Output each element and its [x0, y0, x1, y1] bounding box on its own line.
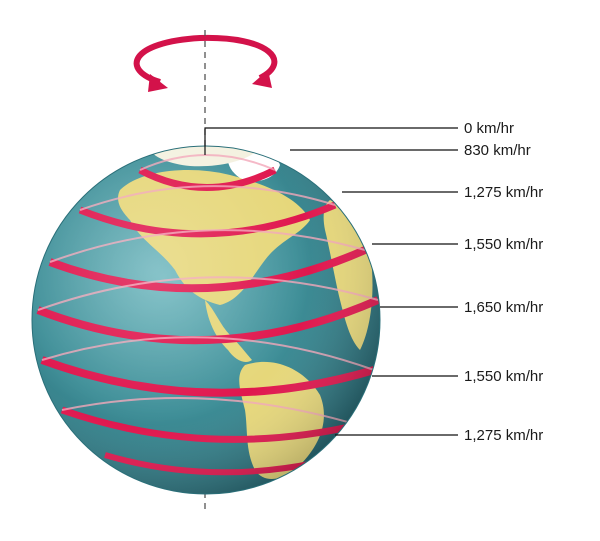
speed-label-2: 1,275 km/hr — [464, 184, 543, 201]
speed-label-4: 1,650 km/hr — [464, 299, 543, 316]
speed-label-0: 0 km/hr — [464, 120, 514, 137]
speed-labels: 0 km/hr 830 km/hr 1,275 km/hr 1,550 km/h… — [464, 120, 543, 444]
speed-label-3: 1,550 km/hr — [464, 236, 543, 253]
speed-label-5: 1,550 km/hr — [464, 368, 543, 385]
globe — [31, 145, 381, 495]
leader-line — [204, 127, 458, 155]
leader-lines — [204, 127, 458, 436]
rotation-arrow-icon — [133, 34, 278, 92]
speed-label-6: 1,275 km/hr — [464, 427, 543, 444]
speed-label-1: 830 km/hr — [464, 142, 531, 159]
